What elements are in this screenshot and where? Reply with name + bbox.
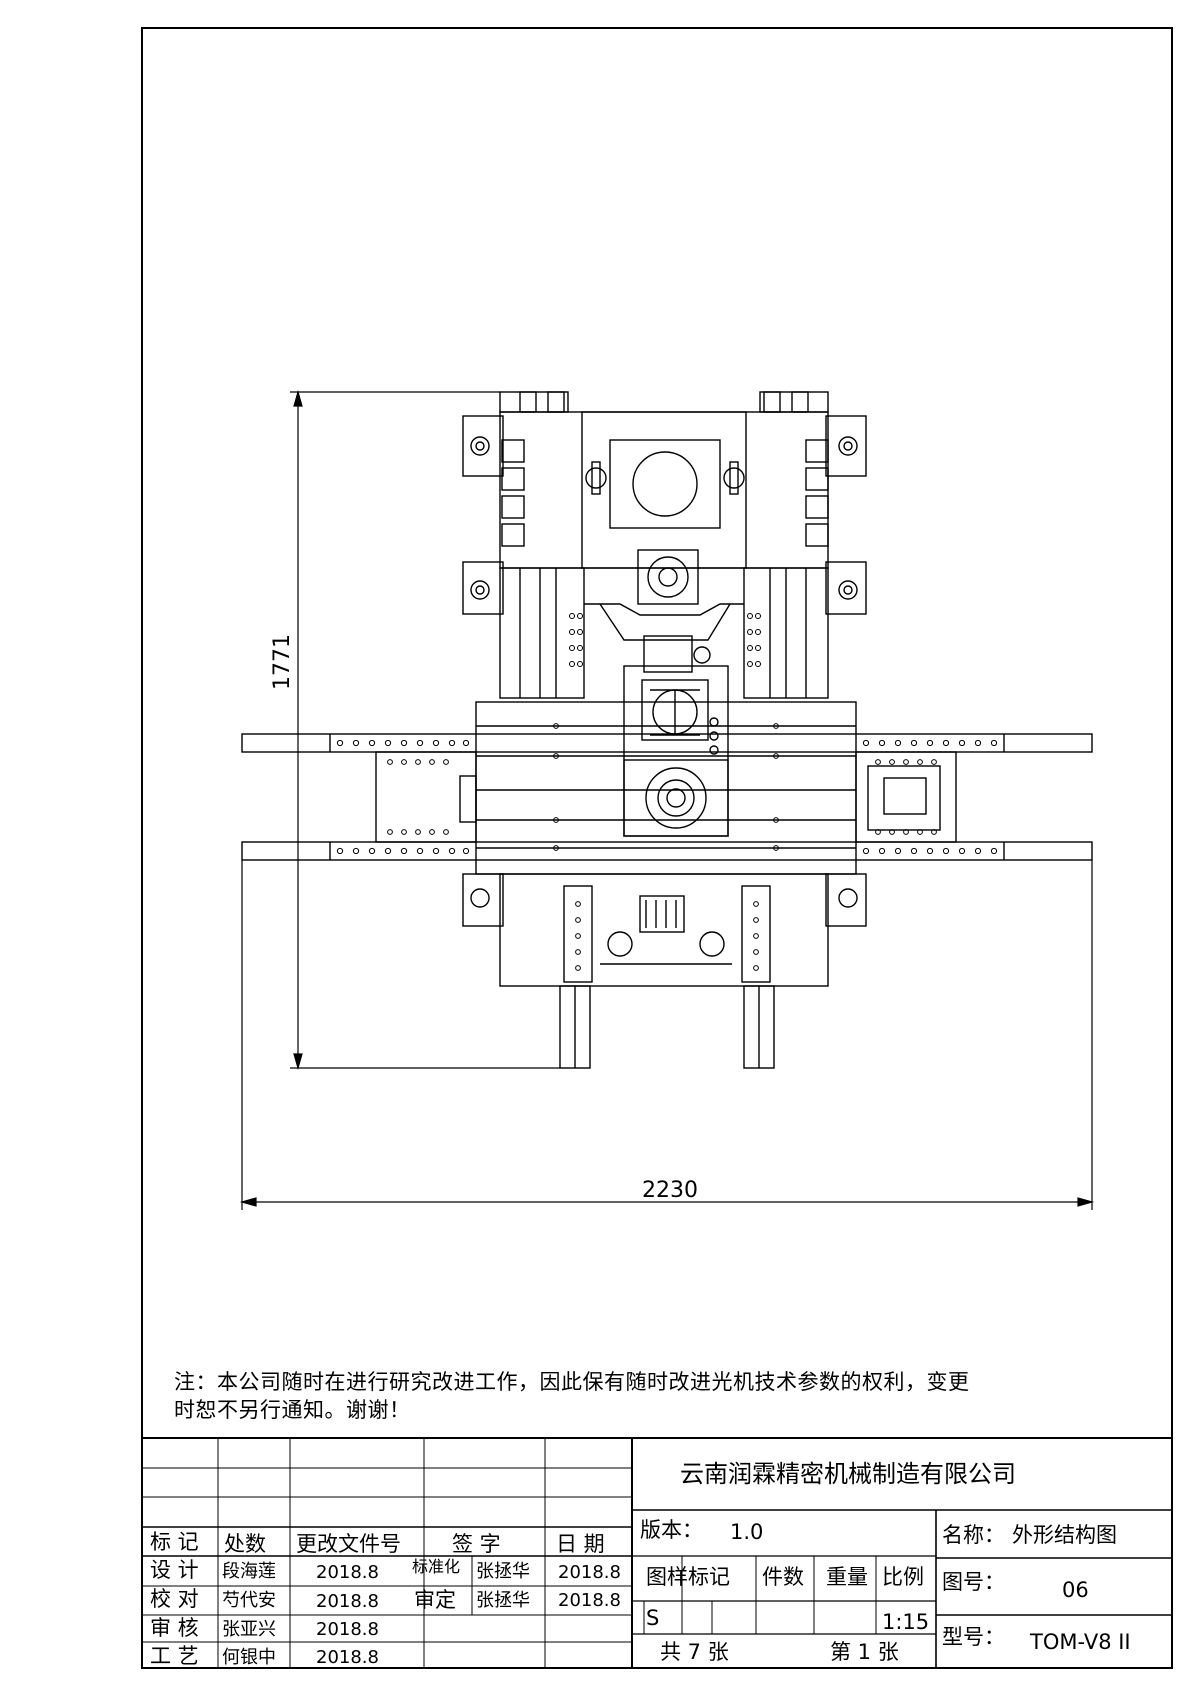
total-sheets: 共 7 张 [660,1640,729,1664]
sheet-border [141,27,1173,1669]
company-name: 云南润霖精密机械制造有限公司 [680,1460,1016,1488]
dimension-width: 2230 [642,1178,698,1203]
person-review: 张亚兴 [222,1619,276,1640]
note-line-1: 注：本公司随时在进行研究改进工作，因此保有随时改进光机技术参数的权利，变更 [174,1370,970,1394]
date-design: 2018.8 [316,1562,379,1583]
date-process: 2018.8 [316,1647,379,1668]
person-approve: 张拯华 [476,1590,530,1611]
role-approve: 审定 [414,1588,456,1612]
model-label: 型号： [942,1625,1005,1649]
role-design: 设 计 [150,1558,199,1582]
scale-value: 1:15 [882,1610,930,1634]
model-value: TOM-V8 II [1030,1630,1131,1654]
role-standardize: 标准化 [412,1557,461,1576]
weight-label: 重量 [826,1565,868,1589]
person-design: 段海莲 [222,1561,276,1582]
role-process: 工 艺 [150,1644,199,1668]
person-process: 何银中 [222,1647,276,1668]
scale-label: 比例 [882,1565,924,1589]
title-block-grid [142,1437,1172,1668]
date-approve: 2018.8 [558,1590,621,1611]
header-date: 日 期 [556,1532,605,1556]
name-label: 名称： [942,1523,1005,1547]
pieces-label: 件数 [762,1565,804,1589]
name-value: 外形结构图 [1012,1523,1117,1547]
sheet-number: 第 1 张 [830,1640,899,1664]
header-count: 处数 [224,1532,266,1556]
version-label: 版本： [640,1518,703,1542]
date-standardize: 2018.8 [558,1562,621,1583]
person-standardize: 张拯华 [476,1561,530,1582]
drawing-no-value: 06 [1062,1578,1089,1602]
role-proofread: 校 对 [150,1587,199,1611]
disclaimer-note: 注：本公司随时在进行研究改进工作，因此保有随时改进光机技术参数的权利，变更 时恕… [174,1368,1174,1424]
version-value: 1.0 [730,1520,764,1544]
machine-outline [241,391,1093,1069]
note-line-2: 时恕不另行通知。谢谢！ [174,1398,411,1422]
date-proofread: 2018.8 [316,1591,379,1612]
header-signature: 签 字 [452,1532,501,1556]
person-proofread: 芍代安 [222,1590,276,1611]
header-mark: 标 记 [150,1530,199,1554]
drawing-no-label: 图号： [942,1570,1005,1594]
date-review: 2018.8 [316,1619,379,1640]
role-review: 审 核 [150,1616,199,1640]
sample-mark-value: S [646,1606,660,1630]
dimensions [239,389,1095,1210]
sample-mark-label: 图样标记 [646,1565,730,1589]
header-change-doc: 更改文件号 [296,1532,401,1556]
dimension-height: 1771 [270,634,295,690]
